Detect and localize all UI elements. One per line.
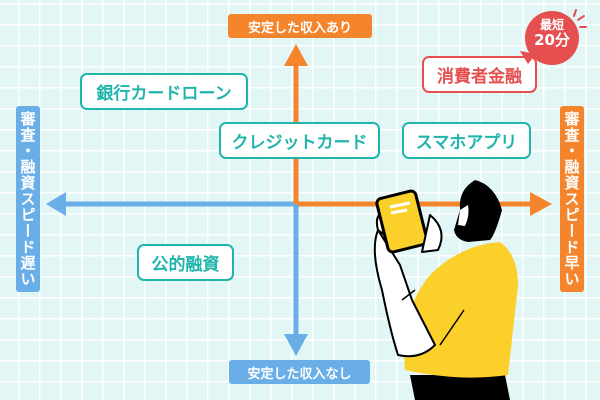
- axis-label-right: 審査・融資スピード早い: [560, 106, 584, 292]
- consumer-finance-box: 消費者金融: [422, 56, 537, 93]
- credit-card-box: クレジットカード: [219, 122, 380, 159]
- axis-label-bottom: 安定した収入なし: [229, 360, 370, 384]
- sparkle-icon: [573, 9, 587, 28]
- badge-line2: 20分: [534, 31, 570, 50]
- smartphone-app-box: スマホアプリ: [402, 122, 531, 159]
- badge-line1: 最短: [539, 18, 564, 32]
- axis-left-arrow: [46, 192, 298, 216]
- speed-badge-shape: [520, 9, 587, 65]
- axis-label-top: 安定した収入あり: [228, 14, 372, 38]
- person-with-phone-illustration: [373, 180, 518, 400]
- axis-down-arrow: [284, 206, 308, 356]
- speed-badge: 最短 20分: [525, 18, 579, 50]
- bank-card-loan-box: 銀行カードローン: [80, 73, 248, 110]
- axis-label-left: 審査・融資スピード遅い: [16, 106, 40, 292]
- public-loan-box: 公的融資: [137, 244, 234, 281]
